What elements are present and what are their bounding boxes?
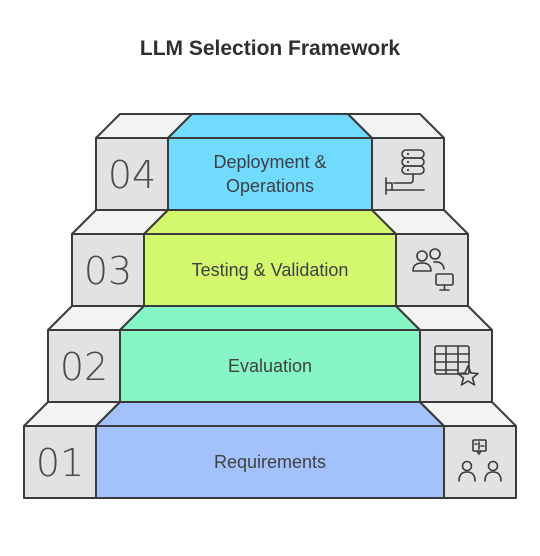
step-04-number-box xyxy=(95,137,169,211)
step-01-label: Requirements xyxy=(214,452,326,472)
step-02-icon-box xyxy=(419,329,493,403)
users-monitor-icon xyxy=(412,248,454,291)
step-02-center-band xyxy=(119,329,421,403)
diagram-title: LLM Selection Framework xyxy=(140,37,401,60)
step-01-icon-box xyxy=(443,425,517,499)
step-03-center-band xyxy=(143,233,397,307)
server-deploy-icon xyxy=(385,149,425,195)
step-03-center-tread xyxy=(143,209,397,235)
step-04-number: 04 xyxy=(108,153,156,197)
step-03: 03 Testing & Validation xyxy=(71,209,469,307)
meeting-people-icon xyxy=(458,439,502,482)
step-03-icon-box xyxy=(395,233,469,307)
step-01-center-tread xyxy=(95,401,445,427)
table-star-icon xyxy=(434,345,479,386)
step-02: 02 Evaluation xyxy=(47,305,493,403)
step-03-label: Testing & Validation xyxy=(192,260,349,280)
step-04: 04 Deployment & Operations xyxy=(95,113,445,211)
step-01-number-box xyxy=(23,425,97,499)
step-02-number-box xyxy=(47,329,121,403)
step-02-label: Evaluation xyxy=(228,356,312,376)
step-03-number-box xyxy=(71,233,145,307)
step-04-label-line-2: Operations xyxy=(226,176,314,196)
step-02-center-tread xyxy=(119,305,421,331)
step-04-label-line-1: Deployment & xyxy=(213,152,326,172)
step-04-center-tread xyxy=(167,113,373,139)
step-01: 01 Requirements xyxy=(23,401,517,499)
step-04-center-band xyxy=(167,137,373,211)
step-02-number: 02 xyxy=(60,345,108,389)
step-01-center-band xyxy=(95,425,445,499)
step-03-number: 03 xyxy=(84,249,132,293)
step-01-number: 01 xyxy=(36,441,84,485)
